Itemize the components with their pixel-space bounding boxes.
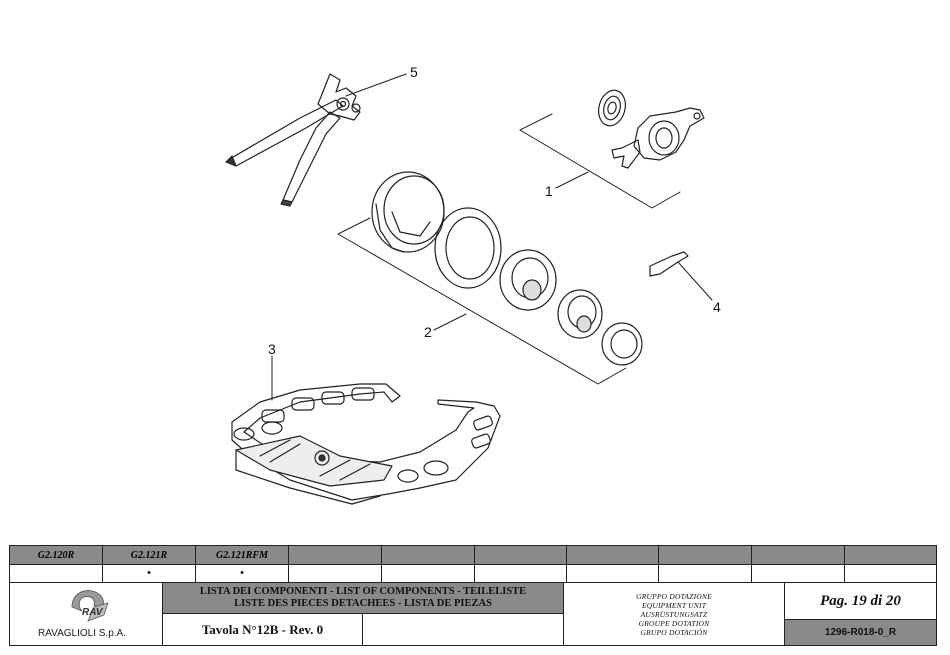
applicability-row: • • <box>10 564 936 583</box>
group-line-fr: GROUPE DOTATION <box>638 619 710 628</box>
part-1-bearing-assembly <box>598 89 705 169</box>
mark-col-9 <box>752 564 845 582</box>
part-3-tray <box>231 383 501 505</box>
mark-col-8 <box>659 564 752 582</box>
model-col-8 <box>659 546 752 564</box>
ravaglioli-logo: RAV <box>71 590 109 622</box>
callout-4: 4 <box>713 299 721 315</box>
table-number: Tavola N°12B - Rev. 0 <box>163 614 363 645</box>
part-2-cone-set <box>371 171 643 366</box>
model-col-5 <box>382 546 475 564</box>
mark-col-4 <box>289 564 382 582</box>
group-name-cell: GRUPPO DOTAZIONE EQUIPMENT UNIT AUSRÜSTU… <box>564 583 785 645</box>
group-line-de: AUSRÜSTUNGSATZ <box>640 610 708 619</box>
group-line-en: EQUIPMENT UNIT <box>641 601 707 610</box>
mark-col-7 <box>567 564 659 582</box>
model-col-4 <box>289 546 382 564</box>
component-list-title: LISTA DEI COMPONENTI - LIST OF COMPONENT… <box>163 583 564 614</box>
model-col-10 <box>845 546 936 564</box>
model-col-7 <box>567 546 659 564</box>
blank-cell <box>363 614 564 645</box>
model-col-1: G2.120R <box>10 546 103 564</box>
title-block: G2.120R G2.121R G2.121RFM • • RAV RAVAGL… <box>9 545 937 646</box>
group-line-it: GRUPPO DOTAZIONE <box>636 592 712 601</box>
logo-cell: RAV RAVAGLIOLI S.p.A. <box>10 583 163 645</box>
title-line-1: LISTA DEI COMPONENTI - LIST OF COMPONENT… <box>199 586 527 597</box>
mark-col-10 <box>845 564 936 582</box>
model-col-6 <box>475 546 567 564</box>
part-4-clip <box>649 251 689 277</box>
mark-col-1 <box>10 564 103 582</box>
model-header-row: G2.120R G2.121R G2.121RFM <box>10 546 936 565</box>
callout-2: 2 <box>424 324 432 340</box>
model-col-9 <box>752 546 845 564</box>
document-code: 1296-R018-0_R <box>785 620 936 645</box>
mark-col-2: • <box>103 564 196 582</box>
model-col-3: G2.121RFM <box>196 546 289 564</box>
logo-text: RAV <box>82 607 104 618</box>
group-line-es: GRUPO DOTACIÓN <box>640 628 708 637</box>
exploded-parts-drawing: 5 1 2 4 3 <box>225 64 721 505</box>
mark-col-5 <box>382 564 475 582</box>
part-5-pliers <box>225 73 361 207</box>
callout-1: 1 <box>545 183 553 199</box>
mark-col-3: • <box>196 564 289 582</box>
mark-col-6 <box>475 564 567 582</box>
model-col-2: G2.121R <box>103 546 196 564</box>
company-name: RAVAGLIOLI S.p.A. <box>38 628 126 639</box>
title-line-2: LISTE DES PIECES DETACHEES - LISTA DE PI… <box>234 598 492 609</box>
callout-5: 5 <box>410 64 418 80</box>
page-number: Pag. 19 di 20 <box>785 583 936 620</box>
callout-3: 3 <box>268 341 276 357</box>
